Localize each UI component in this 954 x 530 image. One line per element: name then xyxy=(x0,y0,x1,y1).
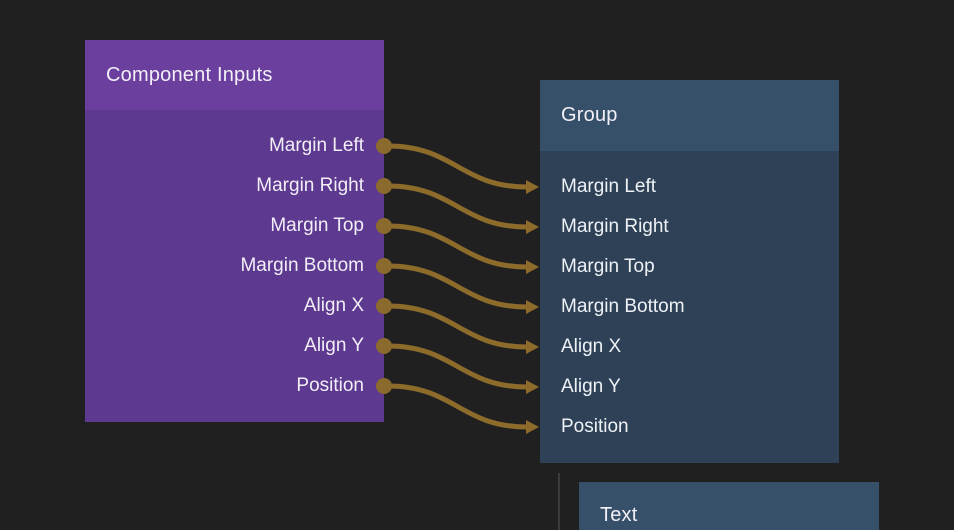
node-title: Component Inputs xyxy=(106,63,273,86)
wire[interactable] xyxy=(387,223,528,270)
input-port-arrow-icon[interactable] xyxy=(526,260,539,274)
input-port-label: Align Y xyxy=(561,376,621,397)
output-port-dot[interactable] xyxy=(376,138,392,154)
output-port-row[interactable]: Margin Top xyxy=(85,206,392,246)
output-port-label: Margin Right xyxy=(256,175,364,196)
input-port-arrow-icon[interactable] xyxy=(526,220,539,234)
wire[interactable] xyxy=(387,143,528,190)
output-port-dot[interactable] xyxy=(376,178,392,194)
input-port-row[interactable]: Margin Top xyxy=(526,247,839,287)
input-port-label: Margin Left xyxy=(561,176,657,197)
wire[interactable] xyxy=(387,183,528,230)
output-port-label: Position xyxy=(296,375,364,396)
output-port-row[interactable]: Margin Right xyxy=(85,166,392,206)
input-port-row[interactable]: Align X xyxy=(526,327,839,367)
output-port-row[interactable]: Margin Left xyxy=(85,126,392,166)
input-port-label: Position xyxy=(561,416,629,437)
output-port-label: Align Y xyxy=(304,335,364,356)
input-port-label: Align X xyxy=(561,336,622,357)
input-port-row[interactable]: Align Y xyxy=(526,367,839,407)
output-port-dot[interactable] xyxy=(376,378,392,394)
node-component-inputs-body: Margin Left Margin Right Margin Top Marg… xyxy=(85,110,392,422)
input-port-row[interactable]: Margin Bottom xyxy=(526,287,839,327)
output-port-label: Margin Top xyxy=(270,215,364,236)
node-component-inputs-header[interactable]: Component Inputs xyxy=(85,40,384,110)
input-port-label: Margin Bottom xyxy=(561,296,685,317)
node-group-body: Margin Left Margin Right Margin Top Marg… xyxy=(526,151,839,463)
node-text-header[interactable]: Text xyxy=(579,482,879,530)
output-port-dot[interactable] xyxy=(376,258,392,274)
input-port-arrow-icon[interactable] xyxy=(526,380,539,394)
output-port-row[interactable]: Align X xyxy=(85,286,392,326)
input-port-arrow-icon[interactable] xyxy=(526,340,539,354)
node-group[interactable]: Group Margin Left Margin Right Margin To… xyxy=(526,80,839,463)
output-port-dot[interactable] xyxy=(376,298,392,314)
input-port-arrow-icon[interactable] xyxy=(526,180,539,194)
output-port-dot[interactable] xyxy=(376,338,392,354)
input-port-label: Margin Right xyxy=(561,216,669,237)
output-port-label: Align X xyxy=(303,295,364,316)
output-port-label: Margin Left xyxy=(268,135,364,156)
input-port-row[interactable]: Position xyxy=(526,407,839,447)
output-port-row[interactable]: Margin Bottom xyxy=(85,246,392,286)
node-text[interactable]: Text xyxy=(579,482,879,530)
input-port-row[interactable]: Margin Left xyxy=(526,167,839,207)
wire[interactable] xyxy=(387,303,528,350)
input-port-label: Margin Top xyxy=(561,256,655,277)
output-port-row[interactable]: Position xyxy=(85,366,392,406)
wire[interactable] xyxy=(387,383,528,430)
hierarchy-connection-line[interactable] xyxy=(558,473,560,530)
node-title: Group xyxy=(561,104,618,126)
node-group-header[interactable]: Group xyxy=(540,80,839,151)
node-component-inputs[interactable]: Component Inputs Margin Left Margin Righ… xyxy=(85,40,392,422)
output-port-dot[interactable] xyxy=(376,218,392,234)
input-port-arrow-icon[interactable] xyxy=(526,300,539,314)
wire[interactable] xyxy=(387,263,528,310)
output-port-row[interactable]: Align Y xyxy=(85,326,392,366)
output-port-label: Margin Bottom xyxy=(240,255,364,276)
input-port-arrow-icon[interactable] xyxy=(526,420,539,434)
input-port-row[interactable]: Margin Right xyxy=(526,207,839,247)
wire[interactable] xyxy=(387,343,528,390)
node-title: Text xyxy=(600,504,638,526)
